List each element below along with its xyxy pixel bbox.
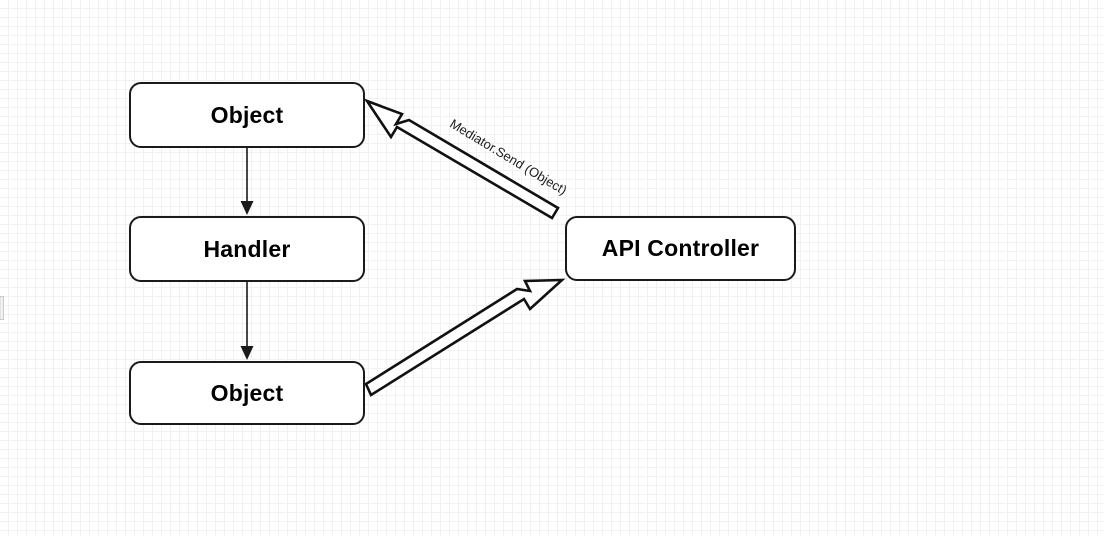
node-label: Handler [203,235,291,262]
node-api-controller[interactable]: API Controller [565,216,796,281]
node-object-top[interactable]: Object [129,82,365,148]
connector-object-bottom-to-api [364,278,566,397]
connector-handler-to-object [240,282,254,360]
scrollbar-artifact[interactable] [0,296,4,320]
node-handler[interactable]: Handler [129,216,365,282]
node-object-bottom[interactable]: Object [129,361,365,425]
node-label: Object [210,379,284,406]
node-label: API Controller [601,235,760,261]
node-label: Object [210,101,284,128]
connector-api-to-object-top [363,98,560,220]
connector-object-to-handler [240,148,254,215]
